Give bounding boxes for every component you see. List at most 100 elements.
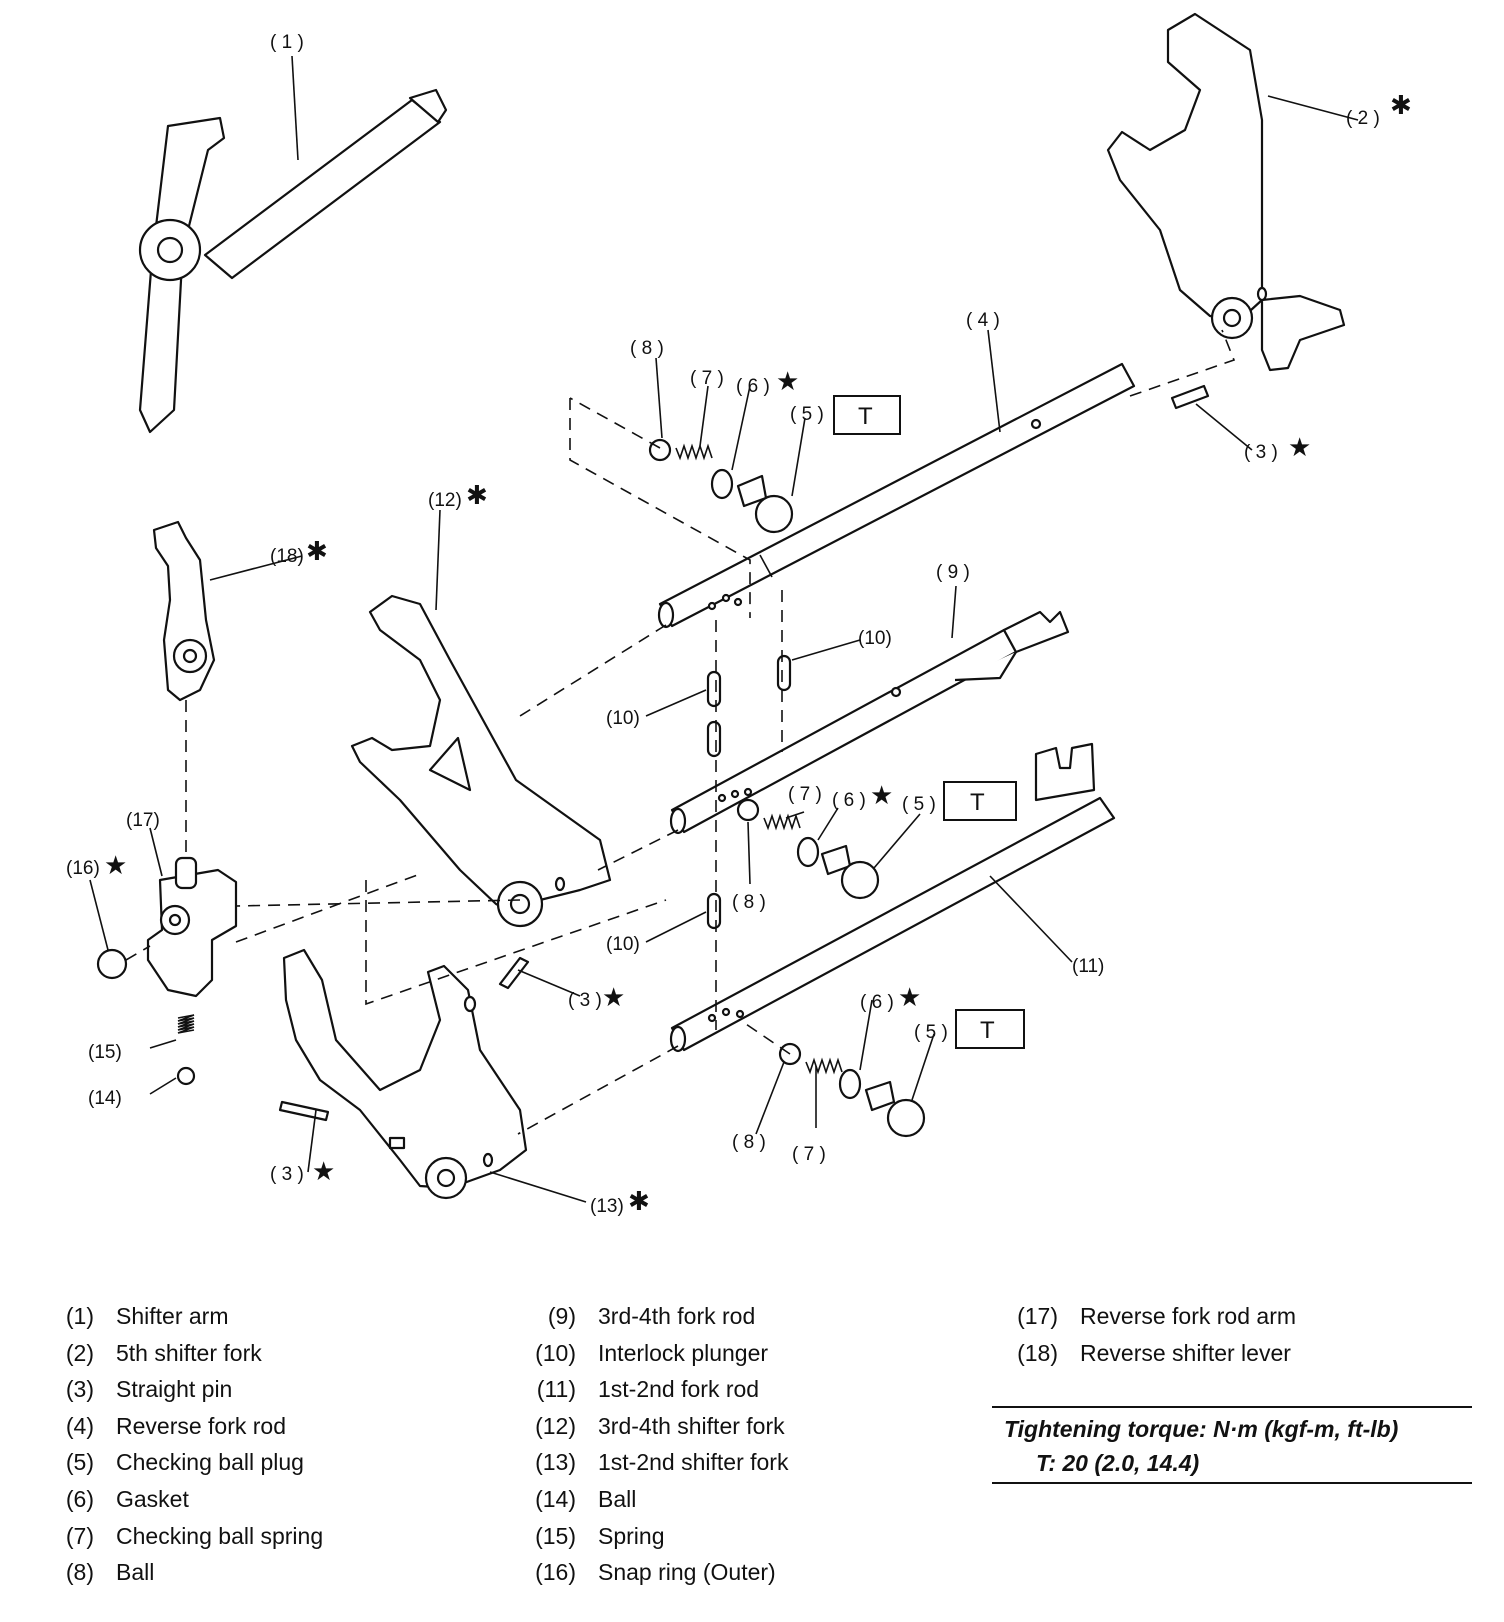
legend-column-2: (9) 3rd-4th fork rod (10) Interlock plunger… xyxy=(530,1298,788,1591)
star-mark: ★ xyxy=(312,1157,335,1187)
legend-item-label: 1st-2nd shifter fork xyxy=(598,1449,789,1476)
legend-item-label: 3rd-4th fork rod xyxy=(598,1303,756,1329)
callout-3-middle: ( 3 ) xyxy=(568,990,602,1011)
reverse-fork-rod-arm xyxy=(146,856,238,998)
legend-item-number: (4) xyxy=(65,1412,94,1439)
callout-5-middle: ( 5 ) xyxy=(902,794,936,815)
callout-9: ( 9 ) xyxy=(936,562,970,583)
callout-18: (18) xyxy=(270,546,304,567)
asterisk-mark: ✱ xyxy=(1390,91,1412,121)
legend-item: (2)5th shifter fork xyxy=(62,1335,323,1372)
legend-item-number: (17) xyxy=(1017,1303,1058,1329)
reverse-fork-rod xyxy=(657,362,1136,629)
legend-item-label: Snap ring (Outer) xyxy=(598,1559,776,1586)
third-fourth-fork-rod xyxy=(669,610,1070,835)
leader-lines xyxy=(89,55,1359,1203)
legend-item-number: (9) xyxy=(547,1303,576,1329)
third-fourth-shifter-fork xyxy=(350,594,612,928)
torque-box-upper: T xyxy=(833,395,901,435)
assembly-dashed-lines xyxy=(125,329,1236,1135)
legend-column-1: (1) Shifter arm (2)5th shifter fork(3)Stra… xyxy=(62,1298,323,1591)
legend-item-number: (7) xyxy=(65,1522,94,1549)
asterisk-mark: ✱ xyxy=(306,537,328,567)
callout-2: ( 2 ) xyxy=(1346,108,1380,129)
legend-item-number: (16) xyxy=(535,1559,576,1586)
legend-item-label: Straight pin xyxy=(116,1376,233,1403)
reverse-shifter-lever xyxy=(152,520,216,702)
legend-item-number: (10) xyxy=(535,1339,576,1366)
callout-10-middle: (10) xyxy=(606,708,640,729)
legend-item-number: (13) xyxy=(535,1449,576,1476)
legend-item: (12)3rd-4th shifter fork xyxy=(530,1408,788,1445)
legend-item: (14) Ball xyxy=(530,1481,788,1518)
callout-6-middle: ( 6 ) xyxy=(832,790,866,811)
callout-11: (11) xyxy=(1072,956,1104,977)
callout-6-lower: ( 6 ) xyxy=(860,992,894,1013)
legend-item: (11)1st-2nd fork rod xyxy=(530,1371,788,1408)
legend-item: (3)Straight pin xyxy=(62,1371,323,1408)
small-parts xyxy=(96,384,1210,1138)
legend-item-label: Ball xyxy=(116,1559,155,1586)
legend-item: (1) Shifter arm xyxy=(62,1298,323,1335)
callout-7-upper: ( 7 ) xyxy=(690,368,724,389)
legend-item: (4) Reverse fork rod xyxy=(62,1408,323,1445)
asterisk-mark: ✱ xyxy=(466,481,488,511)
callout-3-right: ( 3 ) xyxy=(1244,442,1278,463)
callout-8-lower: ( 8 ) xyxy=(732,1132,766,1153)
callout-8-middle: ( 8 ) xyxy=(732,892,766,913)
torque-box-lower: T xyxy=(955,1009,1025,1049)
torque-value: T: 20 (2.0, 14.4) xyxy=(1036,1450,1200,1476)
legend-item-number: (12) xyxy=(535,1412,576,1439)
legend-item-label: Shifter arm xyxy=(116,1303,229,1329)
legend-item: (10) Interlock plunger xyxy=(530,1335,788,1372)
legend-item-number: (11) xyxy=(536,1376,576,1403)
legend-item-number: (5) xyxy=(65,1449,94,1476)
star-mark: ★ xyxy=(776,367,799,397)
star-mark: ★ xyxy=(1288,433,1311,463)
legend-item-label: Ball xyxy=(598,1485,637,1512)
torque-title: Tightening torque: N·m (kgf-m, ft-lb) xyxy=(1004,1416,1399,1442)
callout-8-upper: ( 8 ) xyxy=(630,338,664,359)
callout-10-upper: (10) xyxy=(858,628,892,649)
callout-15: (15) xyxy=(88,1042,122,1063)
callout-5-lower: ( 5 ) xyxy=(914,1022,948,1043)
legend-item-number: (18) xyxy=(1017,1339,1058,1366)
legend-item: (7)Checking ball spring xyxy=(62,1518,323,1555)
legend-item: (13) 1st-2nd shifter fork xyxy=(530,1444,788,1481)
legend-item-number: (6) xyxy=(65,1485,94,1512)
legend-item-label: Gasket xyxy=(116,1485,189,1512)
tightening-torque-spec: Tightening torque: N·m (kgf-m, ft-lb) T:… xyxy=(992,1406,1472,1484)
svg-text:T: T xyxy=(970,789,985,816)
fifth-shifter-fork xyxy=(1106,12,1346,372)
legend-item-label: Interlock plunger xyxy=(598,1339,769,1366)
legend-item: (9) 3rd-4th fork rod xyxy=(530,1298,788,1335)
star-mark: ★ xyxy=(602,983,625,1013)
callout-5-upper: ( 5 ) xyxy=(790,404,824,425)
asterisk-mark: ✱ xyxy=(628,1187,650,1217)
shifter-arm xyxy=(138,88,448,434)
callout-1: ( 1 ) xyxy=(270,32,304,53)
legend-item-label: Checking ball plug xyxy=(116,1449,304,1476)
callout-16: (16) xyxy=(66,858,100,879)
legend-item: (8) Ball xyxy=(62,1554,323,1591)
legend-item-label: Reverse fork rod xyxy=(116,1412,287,1439)
svg-text:T: T xyxy=(980,1017,995,1044)
legend-item-number: (14) xyxy=(535,1485,576,1512)
legend-item: (16) Snap ring (Outer) xyxy=(530,1554,788,1591)
callout-6-upper: ( 6 ) xyxy=(736,376,770,397)
torque-box-middle: T xyxy=(943,781,1017,821)
legend-item-number: (8) xyxy=(65,1559,94,1586)
callout-12: (12) xyxy=(428,490,462,511)
legend-item: (6) Gasket xyxy=(62,1481,323,1518)
legend-item-label: Reverse shifter lever xyxy=(1080,1339,1291,1366)
callout-4: ( 4 ) xyxy=(966,310,1000,331)
callout-7-middle: ( 7 ) xyxy=(788,784,822,805)
callout-17: (17) xyxy=(126,810,160,831)
legend-item-number: (1) xyxy=(65,1303,94,1329)
legend-item: (5) Checking ball plug xyxy=(62,1444,323,1481)
star-mark: ★ xyxy=(104,851,127,881)
exploded-parts-diagram: T T T ( 1 ) ( 2 ) ✱ ( 3 ) ★ ( 3 ) ★ ( 3 … xyxy=(66,12,1412,1217)
legend-item-number: (2) xyxy=(65,1339,94,1366)
star-mark: ★ xyxy=(870,781,893,811)
legend-item: (17)Reverse fork rod arm xyxy=(1012,1298,1296,1335)
